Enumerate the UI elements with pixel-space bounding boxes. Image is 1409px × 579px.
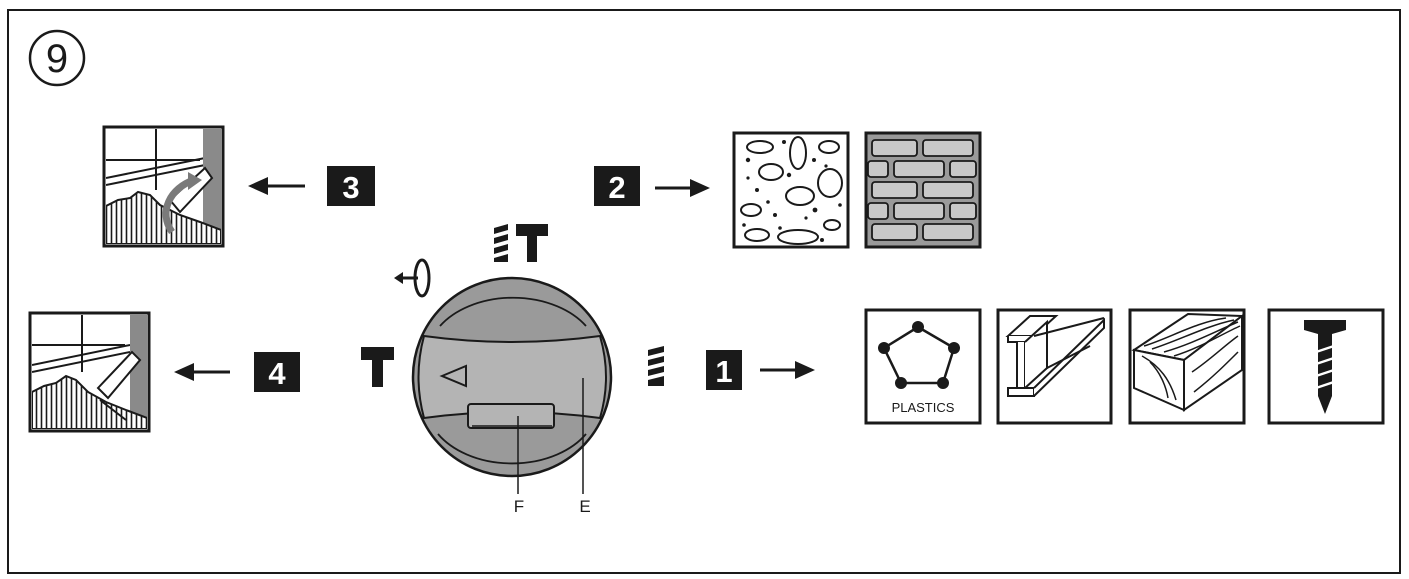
hammer-icon	[361, 347, 394, 387]
arrow-3-left	[248, 177, 305, 195]
setting-badge-3: 3	[327, 166, 375, 206]
callout-f: F	[514, 416, 524, 516]
plastics-icon: PLASTICS	[864, 308, 982, 425]
lock-button-f[interactable]	[467, 403, 555, 429]
screw-icon	[1267, 308, 1385, 425]
arrow-4-left	[174, 363, 230, 381]
mode-selector-knob[interactable]	[411, 276, 613, 478]
brick-icon	[864, 131, 982, 249]
setting-badge-2: 2	[594, 166, 640, 206]
setting-badge-1: 1	[706, 350, 742, 390]
chisel-icon	[28, 311, 151, 433]
figure-number-badge: 9	[28, 29, 86, 87]
rotation-stop-icon	[394, 258, 431, 298]
selector-pointer-icon	[439, 364, 467, 388]
wood-icon	[1128, 308, 1246, 425]
plastics-label: PLASTICS	[892, 400, 955, 415]
concrete-icon	[732, 131, 850, 249]
label-f: F	[514, 497, 524, 516]
callout-e: E	[579, 378, 591, 516]
label-e: E	[579, 497, 590, 516]
drill-icon	[648, 346, 664, 386]
chisel-adjust-icon	[102, 125, 225, 248]
diagram-border	[7, 9, 1401, 574]
steel-beam-icon	[996, 308, 1113, 425]
arrow-1-right	[760, 361, 815, 379]
drill-hammer-icon	[494, 224, 548, 262]
setting-number-4: 4	[268, 356, 286, 391]
figure-number: 9	[46, 37, 68, 81]
selector-switch-band[interactable]	[417, 334, 607, 420]
setting-number-3: 3	[342, 170, 359, 205]
arrow-2-right	[655, 179, 710, 197]
setting-badge-4: 4	[254, 352, 300, 392]
setting-number-1: 1	[715, 354, 732, 389]
setting-number-2: 2	[608, 170, 625, 205]
